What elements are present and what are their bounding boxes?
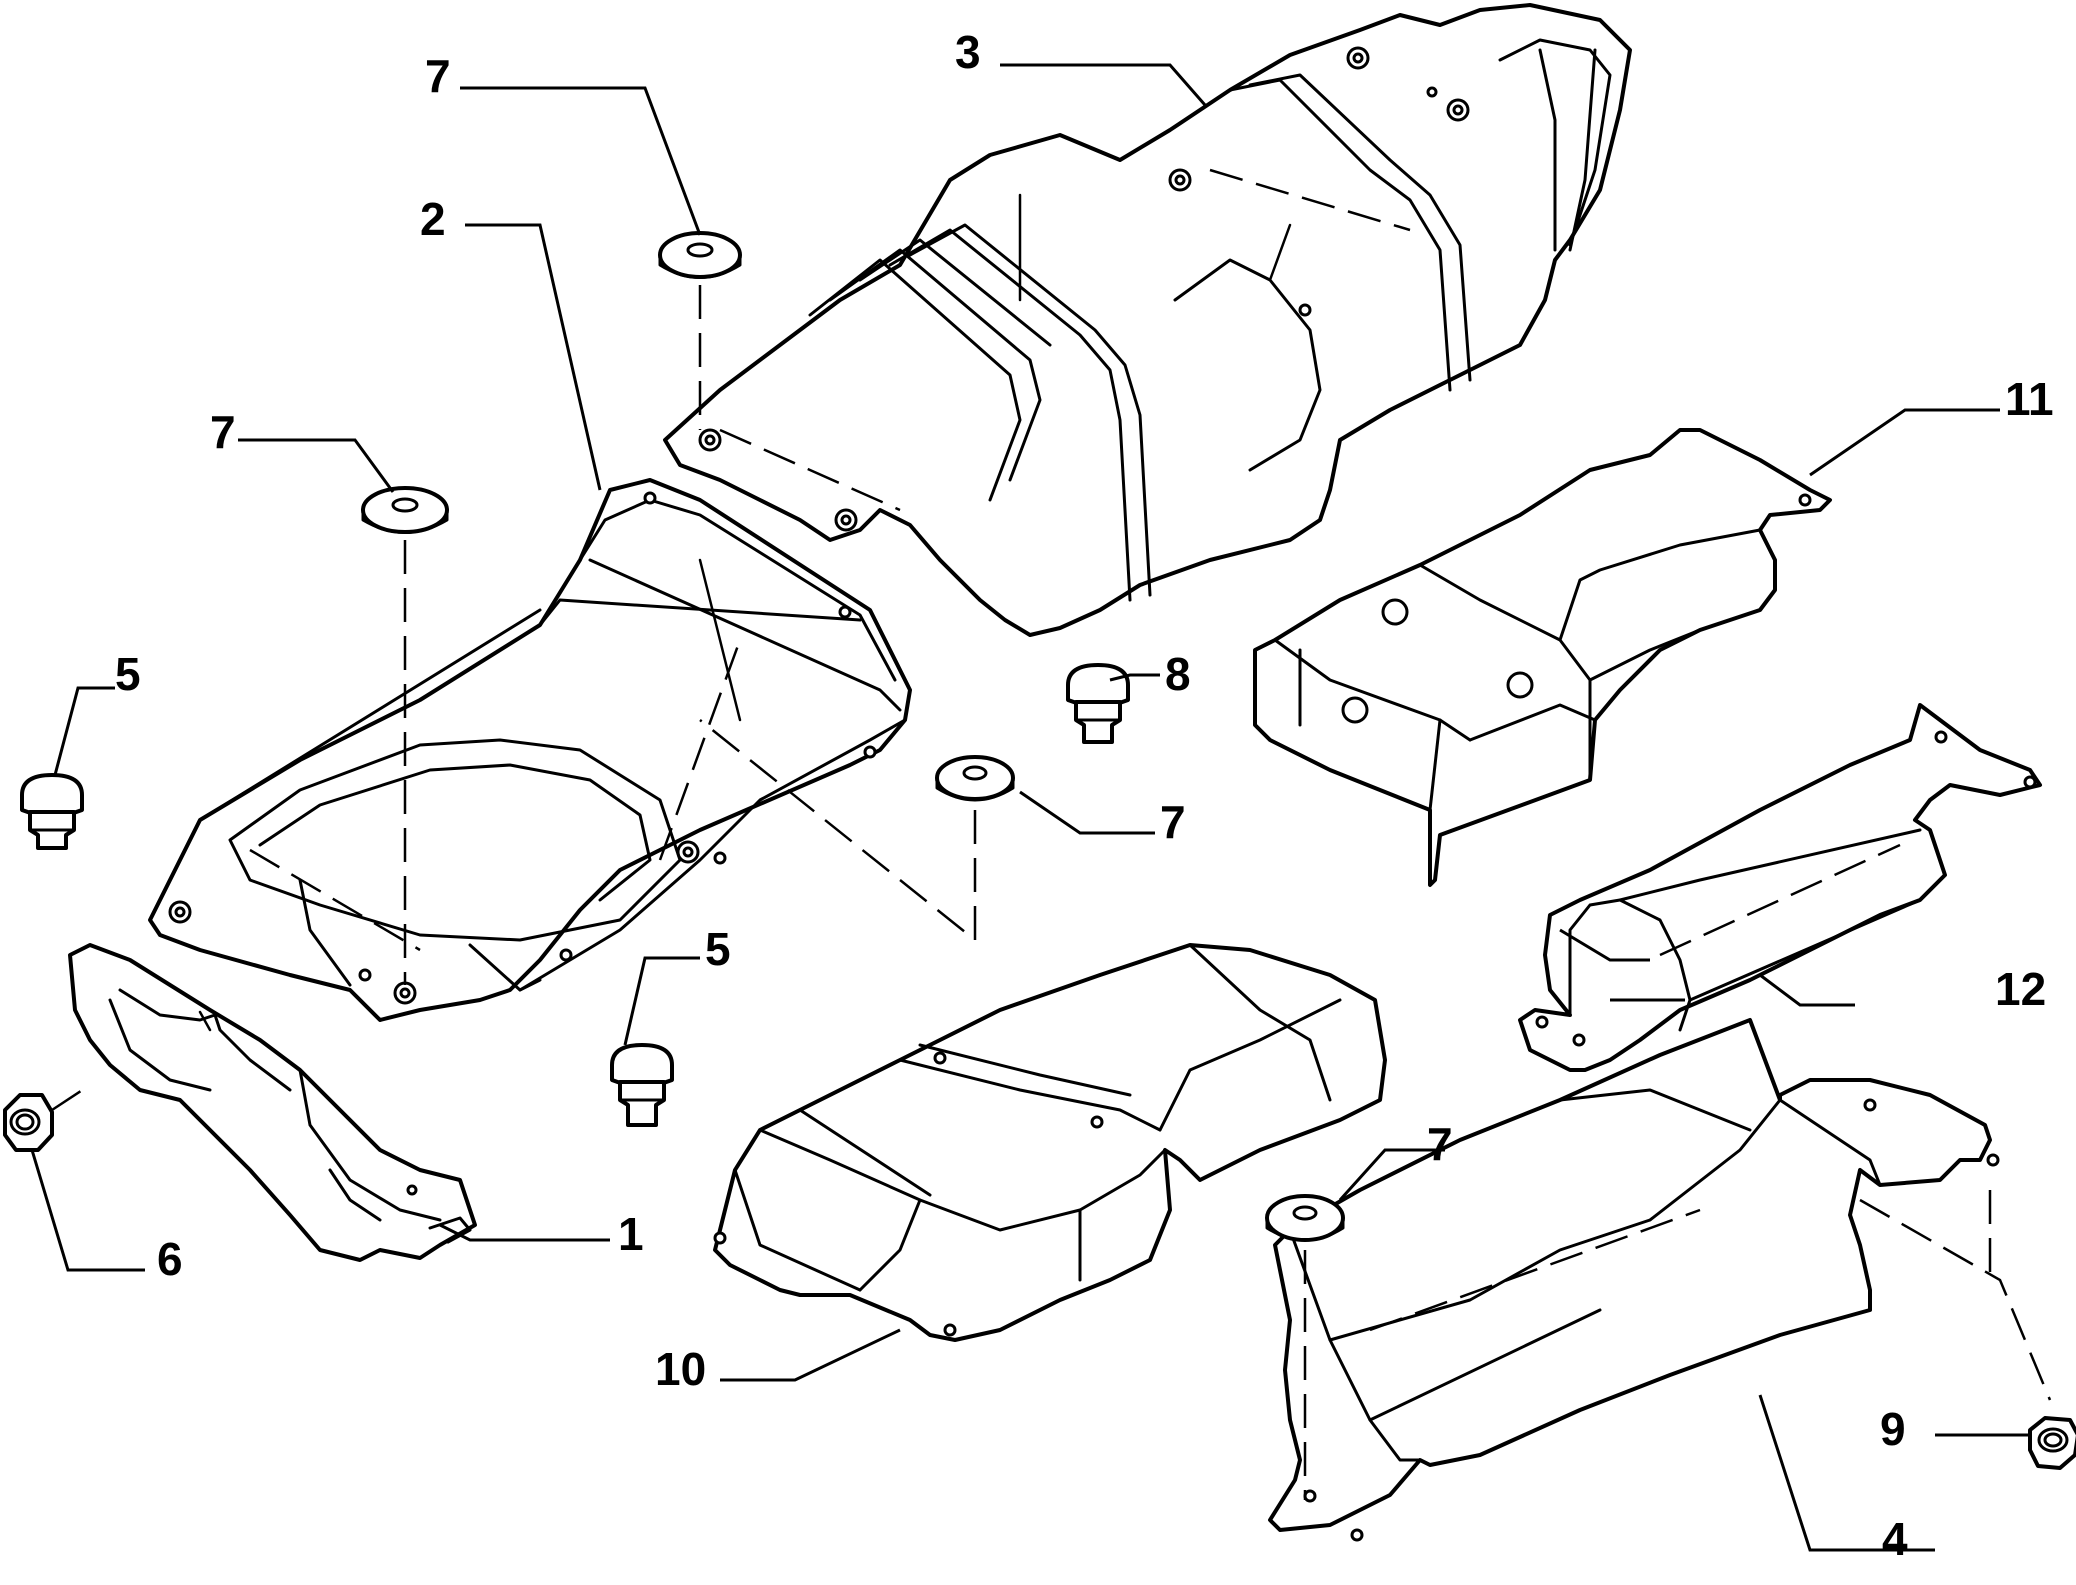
callout-5: 5 <box>705 923 731 975</box>
heat-shield-4 <box>1268 1018 2000 1542</box>
callout-7: 7 <box>425 50 451 102</box>
push-clip-5-a <box>20 773 84 850</box>
hex-nut-6 <box>3 1093 54 1152</box>
callout-11: 11 <box>2005 373 2054 425</box>
heat-shield-3 <box>663 3 1632 637</box>
callout-8: 8 <box>1165 648 1191 700</box>
washer-7-c <box>935 755 1015 802</box>
washer-7-d <box>1265 1194 1345 1242</box>
callout-3: 3 <box>955 26 981 78</box>
hex-nut-9 <box>2028 1416 2076 1470</box>
callout-5: 5 <box>115 648 141 700</box>
callout-9: 9 <box>1880 1403 1906 1455</box>
leader-lines <box>30 63 2030 1552</box>
washer-7-a <box>658 231 742 279</box>
callout-labels: 3 7 2 7 11 5 8 7 5 12 7 1 6 10 9 4 <box>115 26 2054 1565</box>
push-clip-5-b <box>610 1043 674 1127</box>
callout-7: 7 <box>1427 1118 1453 1170</box>
callout-7: 7 <box>1160 796 1186 848</box>
heat-shield-12 <box>1518 703 2042 1072</box>
callout-2: 2 <box>420 193 446 245</box>
heat-shield-11 <box>1253 428 1832 887</box>
callout-7: 7 <box>210 406 236 458</box>
heat-shield-1 <box>68 943 477 1262</box>
callout-1: 1 <box>618 1208 644 1260</box>
heat-shield-10 <box>713 943 1387 1342</box>
assembly-lines <box>51 285 2052 1500</box>
push-clip-8 <box>1066 663 1130 744</box>
washer-7-b <box>361 486 449 534</box>
callout-6: 6 <box>157 1233 183 1285</box>
callout-10: 10 <box>655 1343 706 1395</box>
callout-12: 12 <box>1995 963 2046 1015</box>
heat-shield-2 <box>148 478 912 1022</box>
callout-4: 4 <box>1882 1513 1908 1565</box>
